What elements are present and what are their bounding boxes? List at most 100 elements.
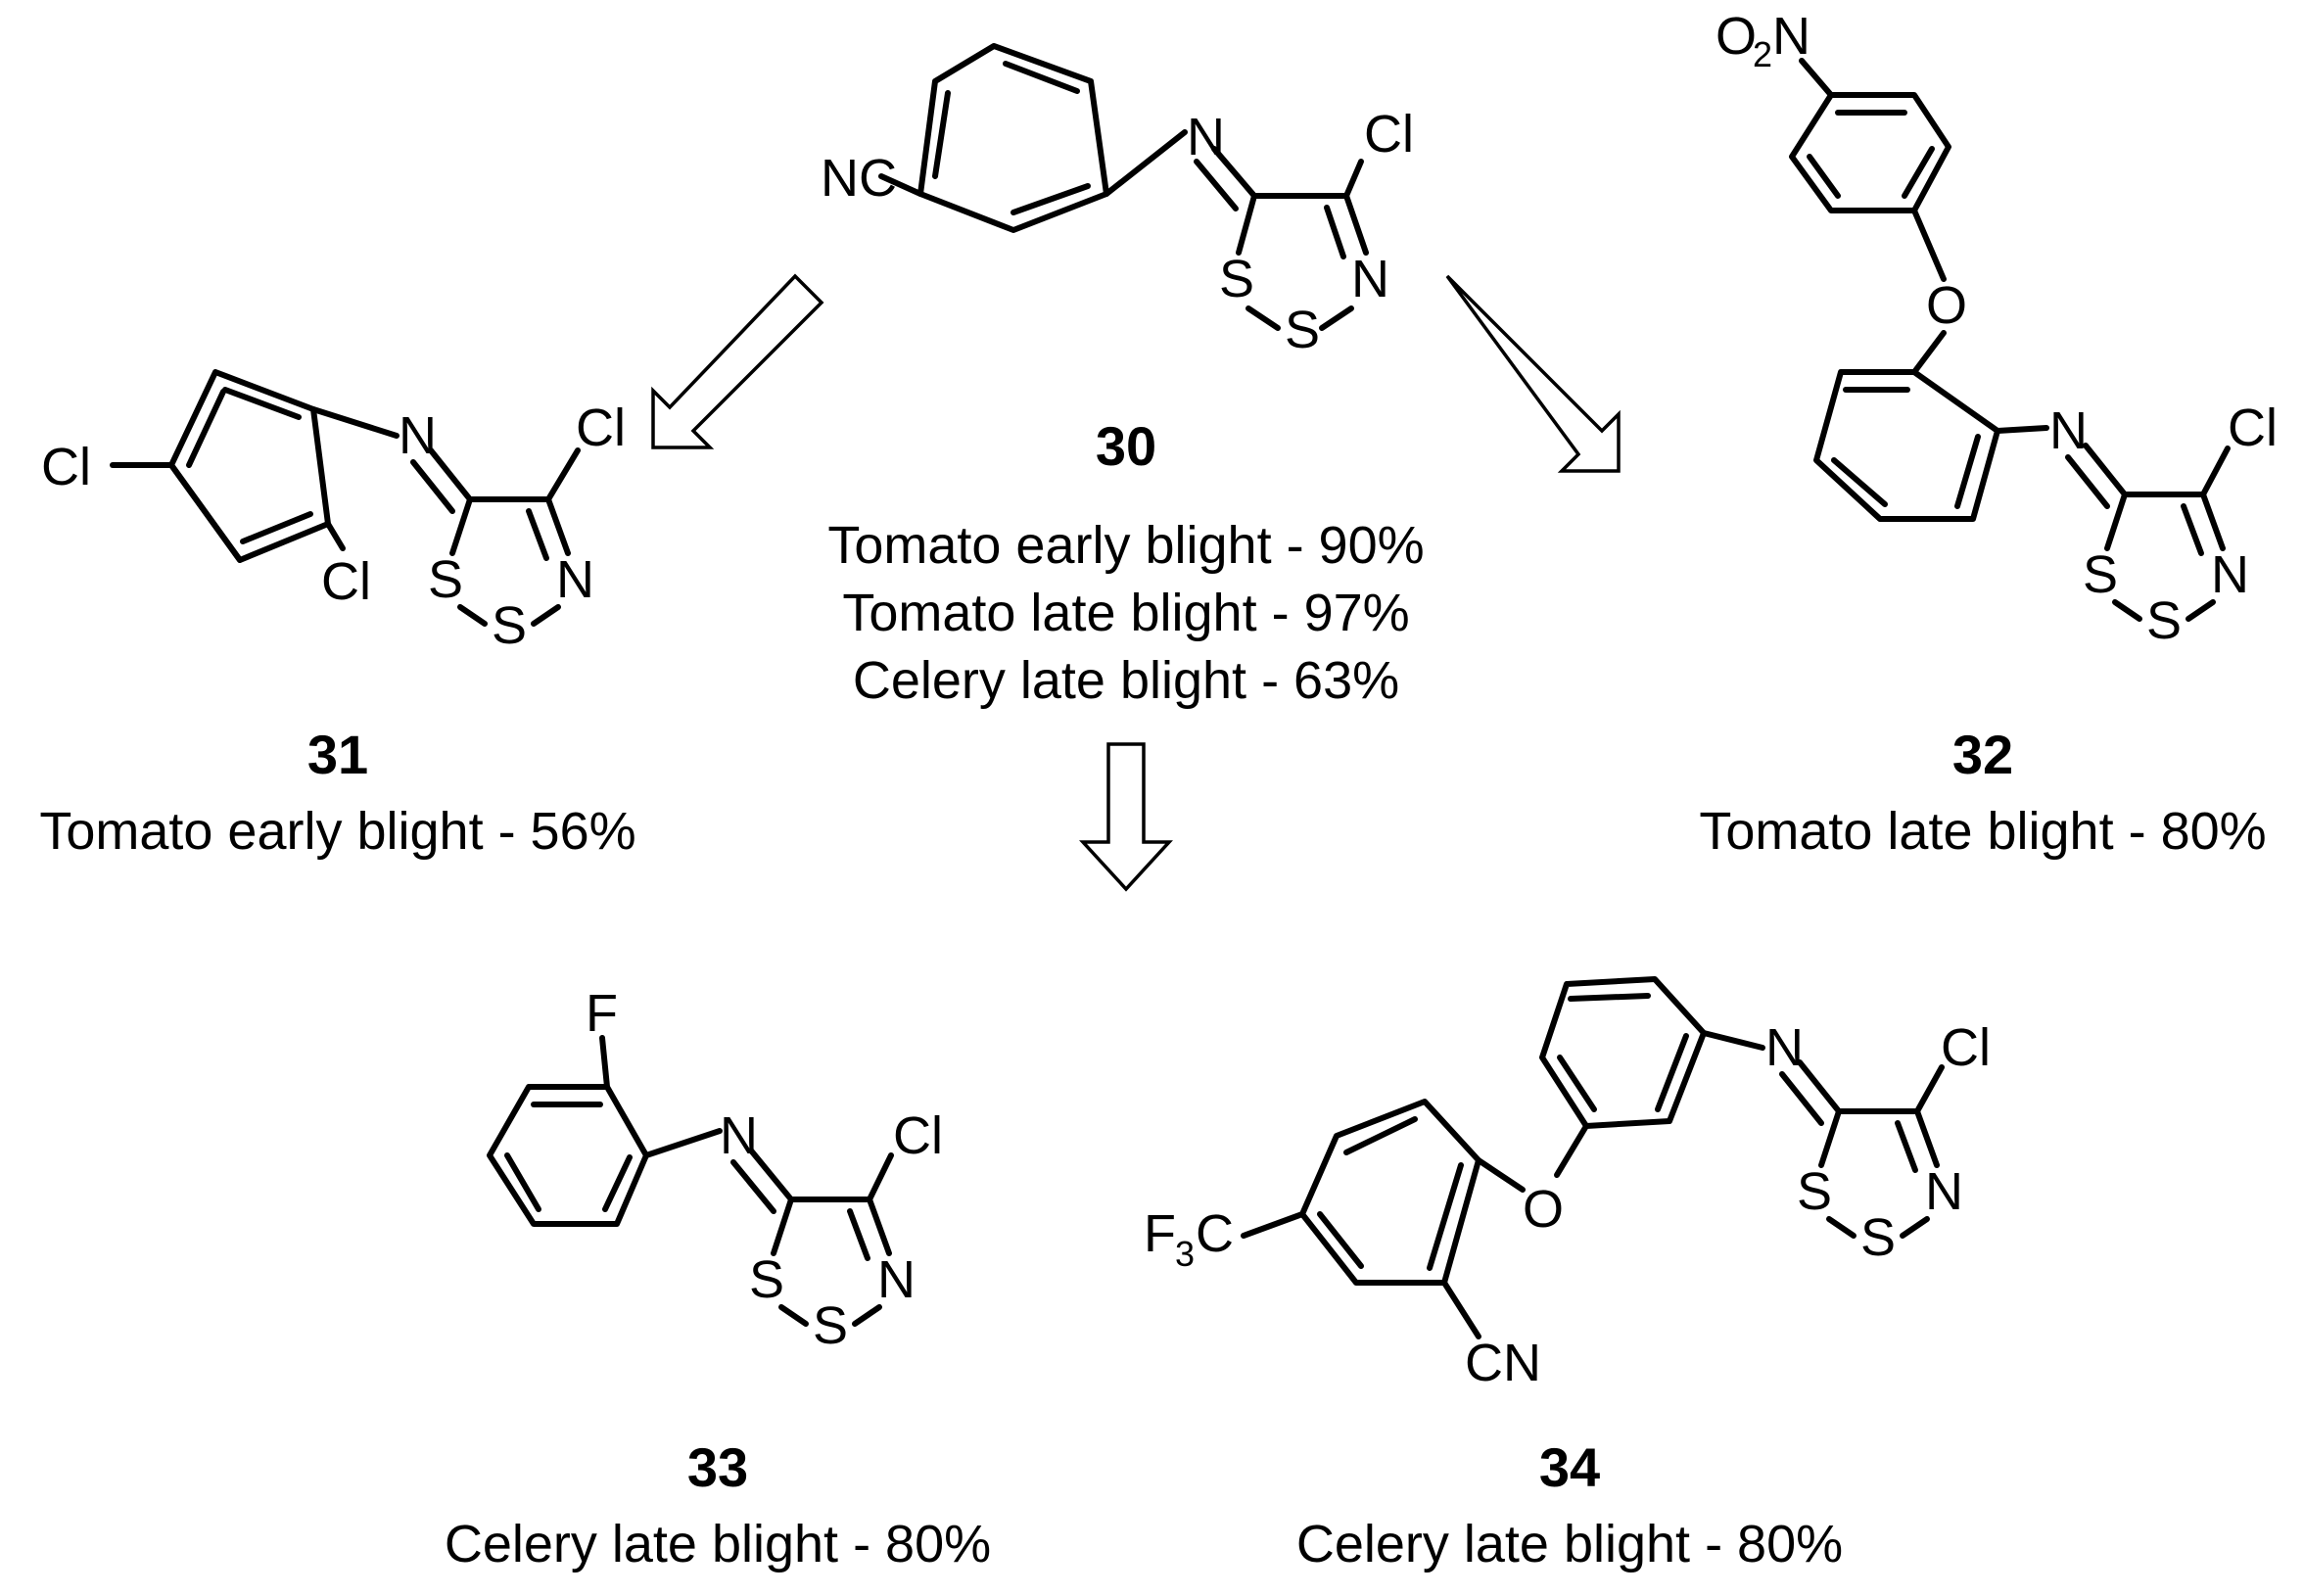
chlorine-label: Cl [1941,1018,1991,1077]
bond [878,173,923,197]
bond [2104,492,2128,551]
bond [457,604,488,627]
bond [730,1159,776,1214]
sulfur-label: S [1285,301,1320,359]
bond [1211,146,1257,199]
compound-33-structure: F N Cl S S N [487,984,943,1355]
ring-double-bond [1427,1162,1464,1271]
ring-double-bond [240,511,313,544]
bond [1476,1157,1526,1193]
sulfur-label: S [2083,545,2118,604]
ring-double-bond [1557,1055,1597,1112]
nitro-n-label: N [1772,7,1810,66]
ring-double-bond [504,1152,541,1212]
imine-n-label: N [1187,108,1225,166]
imine-n-label: N [720,1106,758,1165]
bond [545,447,581,502]
ring-double-bond [222,387,302,420]
bond [1441,1280,1481,1339]
bond [643,1128,723,1158]
arrow-to-31 [651,273,824,449]
imine-n-label: N [1765,1018,1804,1077]
bond [867,1197,892,1256]
ring-double-bond [1954,434,1981,509]
ring-double-bond [1343,1116,1418,1155]
ether-o-label: O [1926,276,1967,335]
compound-31-structure: Cl Cl N Cl S S N [41,369,626,655]
chlorine-label: Cl [893,1106,943,1165]
trifluoromethyl-c-label: C [1196,1204,1234,1263]
compound-33-activity-1: Celery late blight - 80% [445,1515,991,1573]
ring-n-label: N [1351,250,1389,308]
bond [1900,1216,1930,1239]
bond [1319,305,1354,331]
bond [1818,1108,1842,1168]
compound-33-number: 33 [687,1436,748,1498]
chlorine-label: Cl [1364,105,1414,164]
ring-double-bond [186,389,226,468]
bond [867,1152,894,1202]
imine-n-label: N [2049,401,2088,460]
trifluoromethyl-f-label: F [1144,1204,1176,1263]
ring-double-bond [602,1154,633,1212]
imine-n-label: N [399,406,437,465]
bond [1799,58,1834,98]
bond [1826,1216,1856,1239]
nitro-o-label: O [1716,7,1757,66]
ring-n-label: N [2211,545,2249,604]
bond [847,1208,870,1261]
sulfur-label: S [2146,591,2182,650]
compound-30-activity-1: Tomato early blight - 90% [827,516,1424,575]
sulfur-label: S [749,1250,784,1309]
compound-34-activity-1: Celery late blight - 80% [1296,1515,1843,1573]
compound-30-number: 30 [1096,415,1156,477]
ring-double-bond [1317,1211,1364,1269]
bond [410,459,455,514]
ring-double-bond [1902,146,1935,199]
ring-n-label: N [1925,1162,1963,1221]
compound-30-structure: NC N Cl S S N [821,43,1414,359]
compound-32-structure: O 2 N O N Cl S S N [1716,7,2278,650]
bond [310,406,400,439]
compound-31-number: 31 [307,724,368,785]
compound-32-number: 32 [1952,724,2013,785]
bond [1914,1108,1940,1168]
compound-31-activity-1: Tomato early blight - 56% [39,802,635,861]
bond [2186,599,2216,622]
fluorine-label: F [586,984,618,1043]
ring-n-label: N [877,1250,916,1309]
ring-double-bond [1003,61,1080,94]
bond [1104,129,1188,197]
nitrile-label: NC [821,149,897,208]
ring-double-bond [932,90,951,179]
trifluoromethyl-subscript: 3 [1175,1234,1195,1274]
benzene-ring [917,43,1109,233]
bond [2200,446,2231,497]
bond [1241,1211,1305,1239]
bond [1914,1064,1945,1114]
bond [428,447,473,502]
compound-30-activity-2: Tomato late blight - 97% [842,584,1409,642]
bond [1895,1120,1918,1173]
chlorine-label: Cl [41,438,91,496]
bond [1324,205,1346,259]
ether-o-label: O [1523,1180,1564,1239]
sulfur-label: S [1219,250,1254,308]
bond [1343,193,1369,256]
bond [2181,503,2204,556]
compound-32-activity-1: Tomato late blight - 80% [1699,802,2266,861]
bond [325,521,346,551]
bond [531,604,561,627]
ring-double-bond [1568,993,1651,1002]
ring-double-bond [1010,183,1091,215]
bond [1779,1071,1824,1126]
nitrile-label: CN [1465,1334,1541,1392]
ring-double-bond [1807,154,1841,199]
arrow-to-33-34 [1079,742,1173,892]
nitro-subscript: 2 [1753,34,1772,74]
sulfur-label: S [813,1296,848,1355]
bond [852,1304,882,1327]
bond [526,508,549,561]
